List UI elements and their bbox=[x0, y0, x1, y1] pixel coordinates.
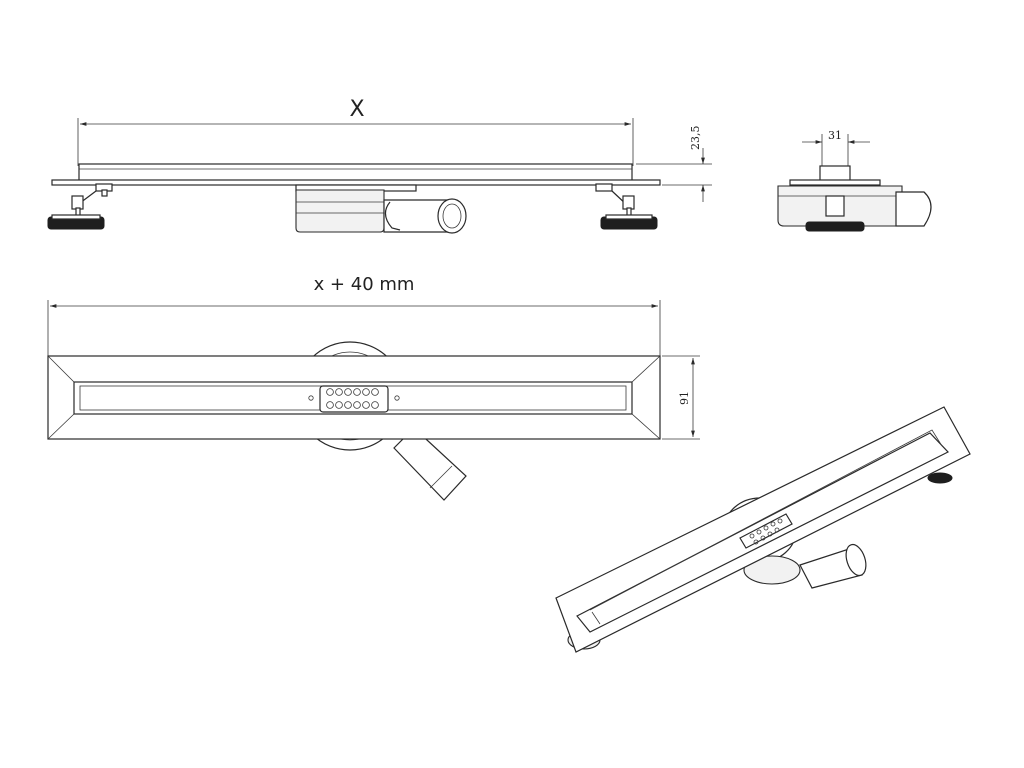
isometric-view bbox=[555, 406, 971, 653]
top-view: x + 40 mm bbox=[47, 274, 700, 501]
perforated-cover-iso bbox=[739, 513, 793, 549]
width-label: 91 bbox=[678, 391, 691, 405]
outlet-width-label: 31 bbox=[828, 129, 842, 142]
leveling-foot-right bbox=[595, 183, 658, 230]
dimension-outlet-width: 31 bbox=[802, 129, 870, 168]
total-length-label: x + 40 mm bbox=[314, 274, 415, 295]
dimension-length: X bbox=[77, 97, 634, 166]
dimension-total-length: x + 40 mm bbox=[47, 274, 661, 356]
perforated-cover bbox=[308, 385, 400, 413]
flange-side bbox=[51, 179, 661, 186]
length-label: X bbox=[349, 97, 364, 122]
leveling-foot-left bbox=[47, 183, 113, 230]
dimension-width: 91 bbox=[662, 355, 700, 440]
drain-body-side bbox=[78, 163, 633, 183]
dimension-height: 23,5 bbox=[636, 126, 712, 202]
side-view: X 23,5 bbox=[47, 97, 712, 234]
end-view: 31 bbox=[777, 129, 932, 232]
height-label: 23,5 bbox=[689, 126, 702, 151]
siphon-side bbox=[295, 184, 467, 234]
